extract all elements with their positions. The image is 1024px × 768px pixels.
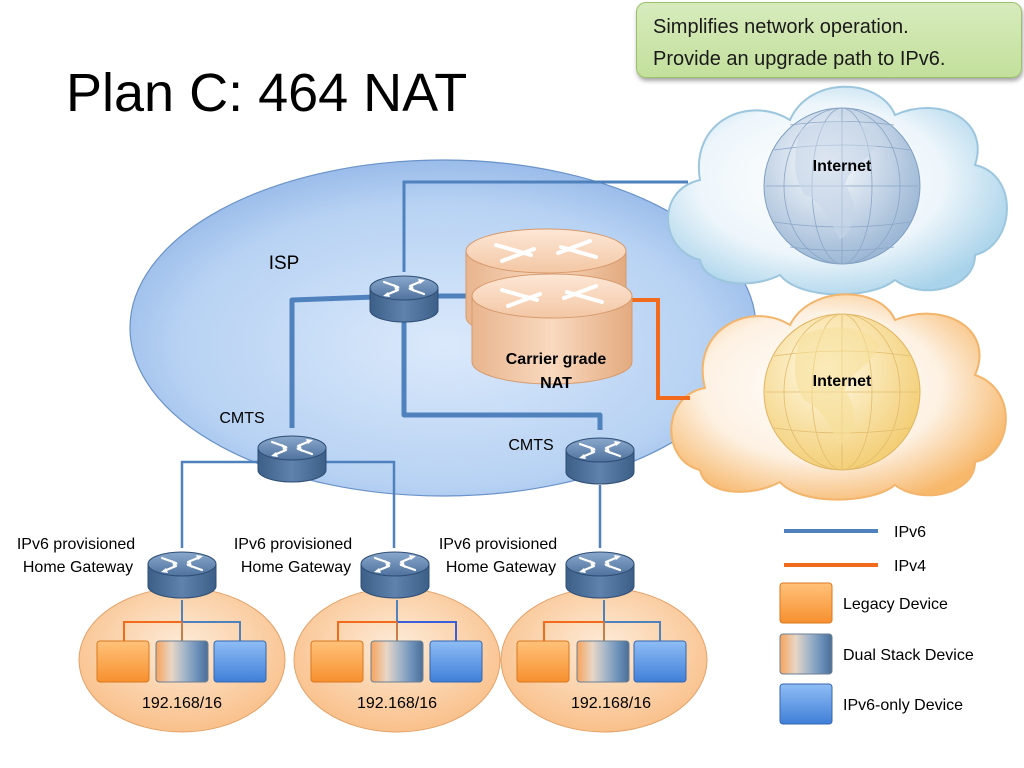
legacy-device-icon (310, 640, 364, 683)
cmts-right-router-icon (564, 436, 636, 486)
ipv6-internet-link (402, 180, 688, 272)
ipv6-only-device-icon (213, 640, 267, 683)
cmts-left-router-icon (256, 434, 328, 484)
nat-label-line1: Carrier grade (506, 351, 607, 368)
home-gateway-3-router-icon (564, 550, 636, 600)
note-line-1: Simplifies network operation. (653, 16, 909, 38)
legend-dual-swatch (779, 633, 833, 675)
ipv6-only-device-icon (633, 640, 687, 683)
carrier-grade-nat: Carrier grade NAT (464, 227, 634, 392)
dual-stack-device-icon (370, 640, 424, 683)
legend-legacy-swatch (779, 582, 833, 624)
gateway-1-label-line2: Home Gateway (23, 559, 133, 576)
subnet-label-3: 192.168/16 (571, 695, 651, 712)
ipv6-access-links (180, 460, 602, 548)
nat-label-line2: NAT (540, 375, 572, 392)
legacy-device-icon (516, 640, 570, 683)
internet-ipv6-label: Internet (813, 158, 872, 175)
gateway-2-label-line1: IPv6 provisioned (234, 536, 352, 553)
subnet-label-1: 192.168/16 (142, 695, 222, 712)
legacy-device-icon (96, 640, 150, 683)
legend-ipv6only-label: IPv6-only Device (843, 697, 963, 714)
note-line-2: Provide an upgrade path to IPv6. (653, 48, 946, 70)
ipv4-internet-link (624, 298, 690, 400)
cmts-right-label: CMTS (508, 437, 553, 454)
gateway-1-label-line1: IPv6 provisioned (17, 536, 135, 553)
home-gateway-1-router-icon (146, 550, 218, 600)
legend: IPv6 IPv4 Legacy Device Dual Stack Devic… (779, 524, 974, 725)
internet-ipv4-cloud: Internet (670, 293, 1007, 501)
gateway-2-label-line2: Home Gateway (241, 559, 351, 576)
legend-ipv4-label: IPv4 (894, 558, 926, 575)
internet-ipv4-label: Internet (813, 373, 872, 390)
legend-legacy-label: Legacy Device (843, 596, 948, 613)
isp-core-router-icon (368, 274, 440, 324)
isp-cloud (129, 159, 757, 497)
cmts-left-label: CMTS (219, 410, 264, 427)
home-wiring (123, 600, 661, 641)
legend-ipv6-label: IPv6 (894, 524, 926, 541)
dual-stack-device-icon (576, 640, 630, 683)
subnet-label-2: 192.168/16 (357, 695, 437, 712)
slide-title: Plan C: 464 NAT (66, 63, 468, 123)
home-gateway-2-router-icon (359, 550, 431, 600)
legend-ipv6only-swatch (779, 683, 833, 725)
dual-stack-device-icon (155, 640, 209, 683)
gateway-3-label-line2: Home Gateway (446, 559, 556, 576)
internet-ipv6-cloud: Internet (667, 85, 1008, 296)
ipv6-only-device-icon (429, 640, 483, 683)
gateway-3-label-line1: IPv6 provisioned (439, 536, 557, 553)
isp-label: ISP (269, 253, 300, 274)
legend-dual-label: Dual Stack Device (843, 647, 974, 664)
home-devices (96, 640, 687, 683)
note-callout: Simplifies network operation. Provide an… (636, 2, 1022, 78)
